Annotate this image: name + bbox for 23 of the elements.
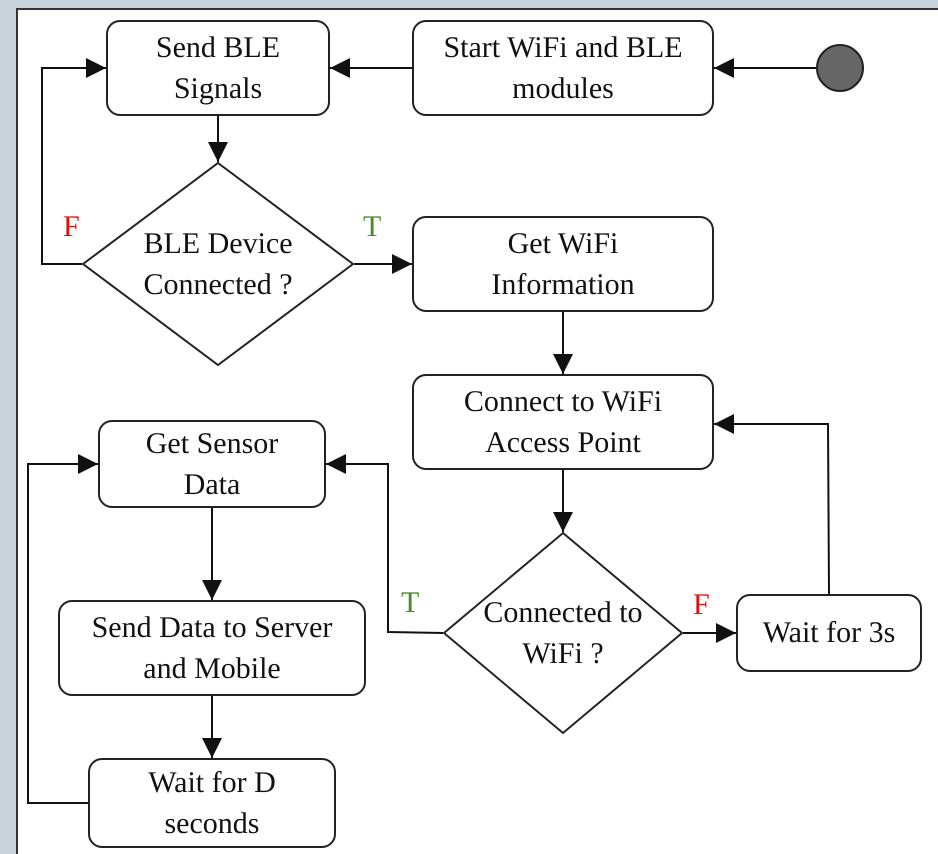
arrow (330, 58, 412, 78)
process-box: Start WiFi and BLE modules (412, 20, 714, 116)
arrow (714, 414, 830, 594)
arrow (202, 508, 222, 600)
decision-label: Connected to WiFi ? (482, 594, 644, 672)
arrow (41, 58, 106, 265)
process-box: Get Sensor Data (98, 420, 326, 508)
process-box: Send Data to Server and Mobile (58, 600, 366, 696)
decision-label: BLE Device Connected ? (142, 226, 294, 303)
arrow (553, 470, 573, 532)
process-box: Wait for 3s (736, 594, 922, 672)
process-box: Send BLE Signals (106, 20, 330, 116)
arrow (326, 454, 444, 634)
arrow (553, 312, 573, 374)
arrow (683, 623, 736, 643)
arrow (714, 58, 816, 78)
arrow (202, 696, 222, 758)
process-box: Connect to WiFi Access Point (412, 374, 714, 470)
arrow (27, 454, 98, 804)
arrow (208, 116, 228, 162)
process-box: Get WiFi Information (412, 216, 714, 312)
process-box: Wait for D seconds (88, 758, 336, 848)
arrow (354, 254, 412, 274)
